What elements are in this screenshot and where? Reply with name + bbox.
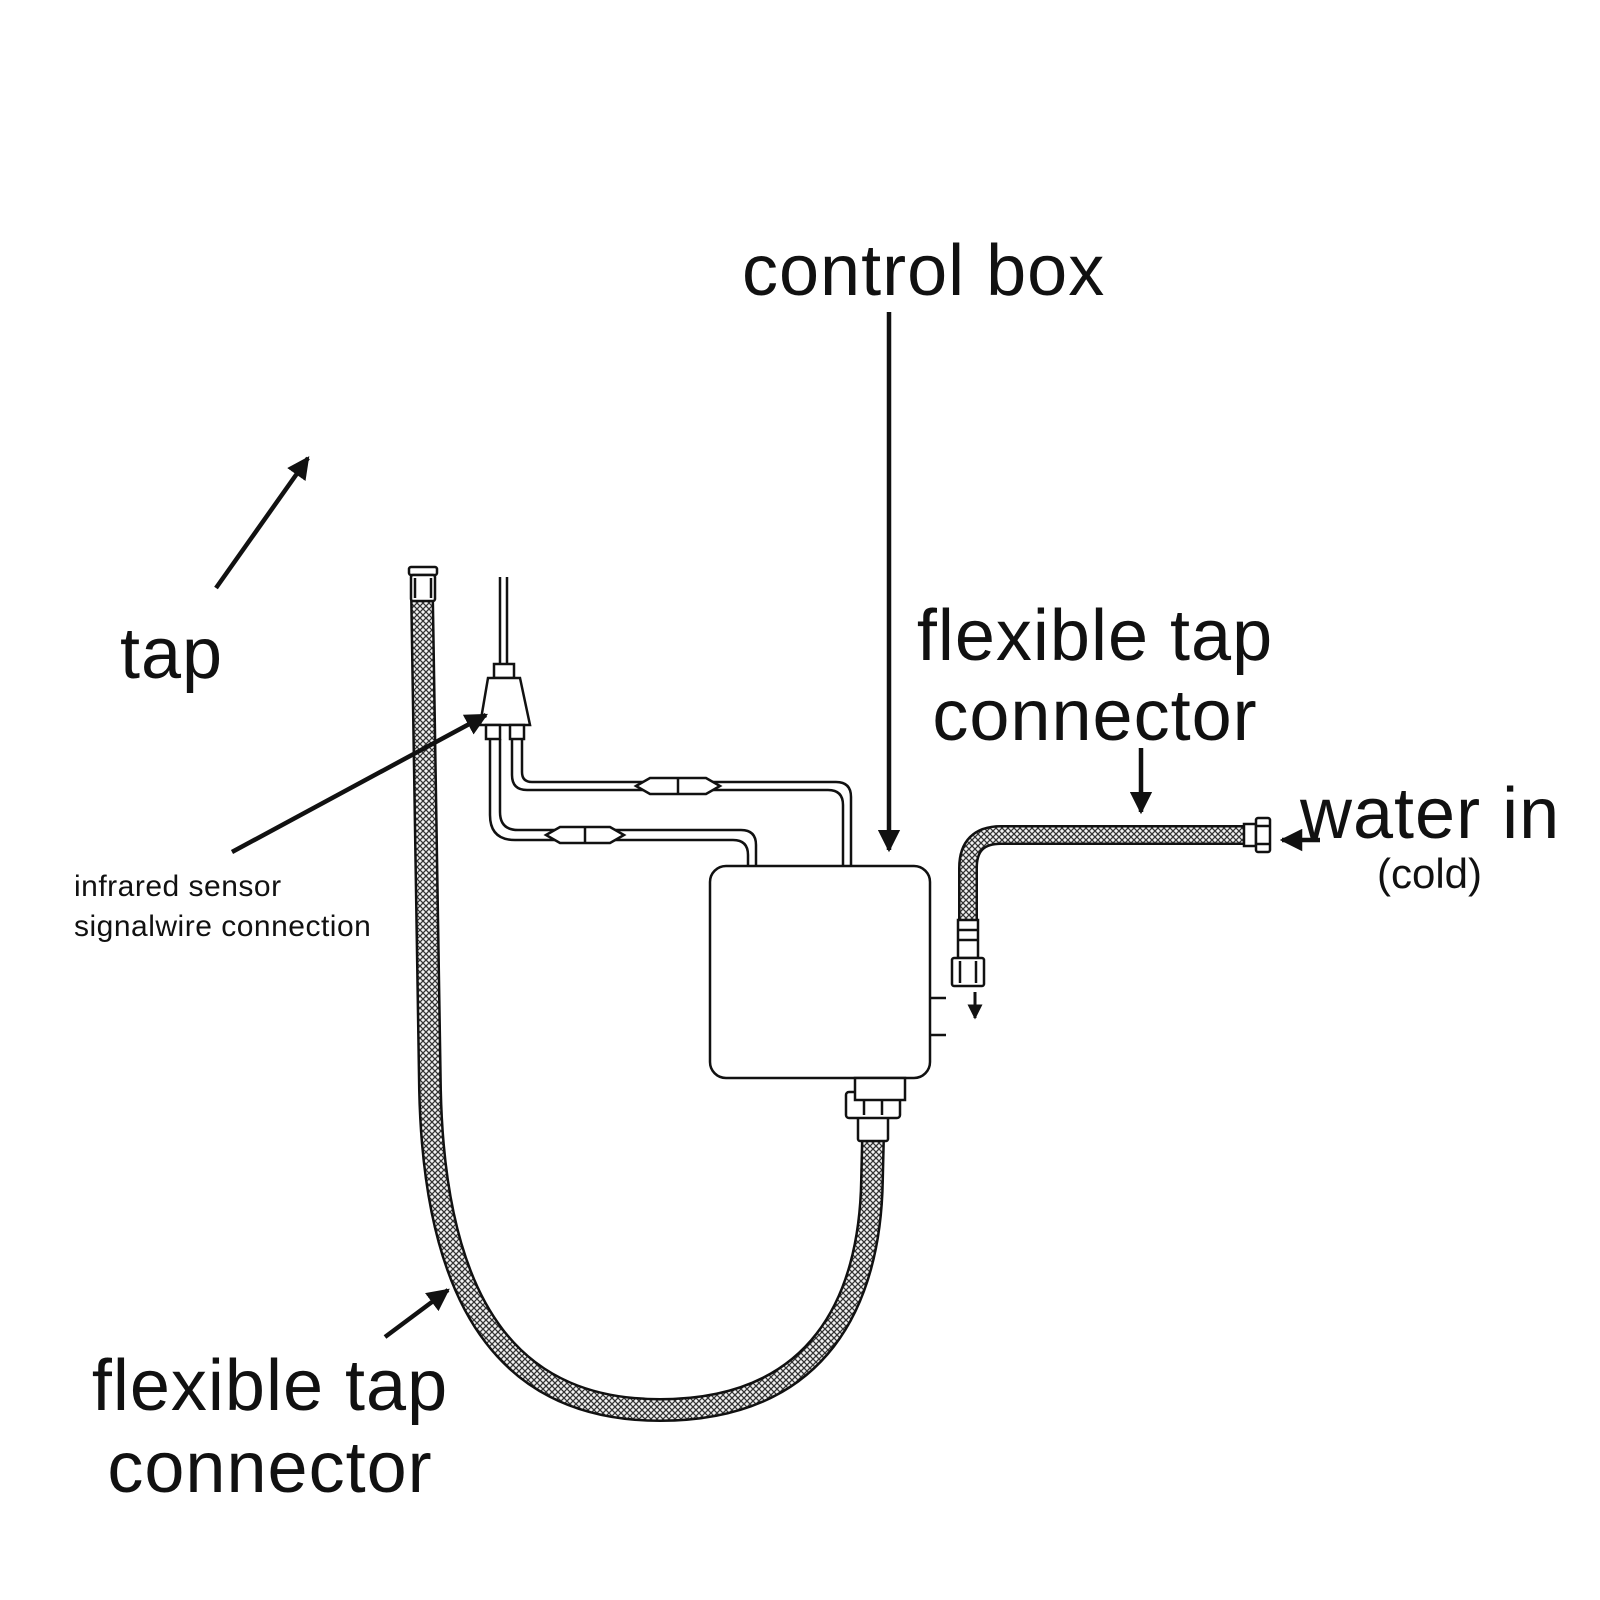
water-in-sublabel: (cold) (1377, 850, 1483, 897)
flexible-bottom-label-line2: connector (107, 1428, 433, 1508)
flexible-bottom-arrow (383, 1288, 450, 1339)
sensor-label-line2: signalwire connection (74, 910, 372, 943)
inlet-lower-nut (950, 918, 986, 988)
water-in-label: water in (1300, 774, 1561, 854)
tap-label: tap (120, 614, 224, 694)
control-box-label: control box (742, 231, 1106, 311)
flexible-top-label-line2: connector (932, 676, 1258, 756)
long-flexible-hose (410, 594, 885, 1423)
sensor-arrow (230, 713, 488, 854)
top-hose-nut (407, 565, 439, 603)
wire-connector-upper (633, 776, 723, 796)
signal-wires (488, 739, 853, 868)
arrows (214, 312, 1320, 1339)
inlet-flexible-hose (958, 825, 1250, 925)
flexible-top-label-line1: flexible tap (916, 596, 1274, 676)
control-box (708, 864, 946, 1102)
y-splitter (478, 662, 532, 741)
wire-connector-lower (543, 825, 627, 845)
flexible-bottom-label-line1: flexible tap (91, 1346, 449, 1426)
sensor-cable (498, 577, 509, 668)
sensor-label-line1: infrared sensor (74, 870, 282, 903)
inlet-hose-nut (1242, 816, 1272, 854)
tap-arrow (214, 456, 310, 590)
